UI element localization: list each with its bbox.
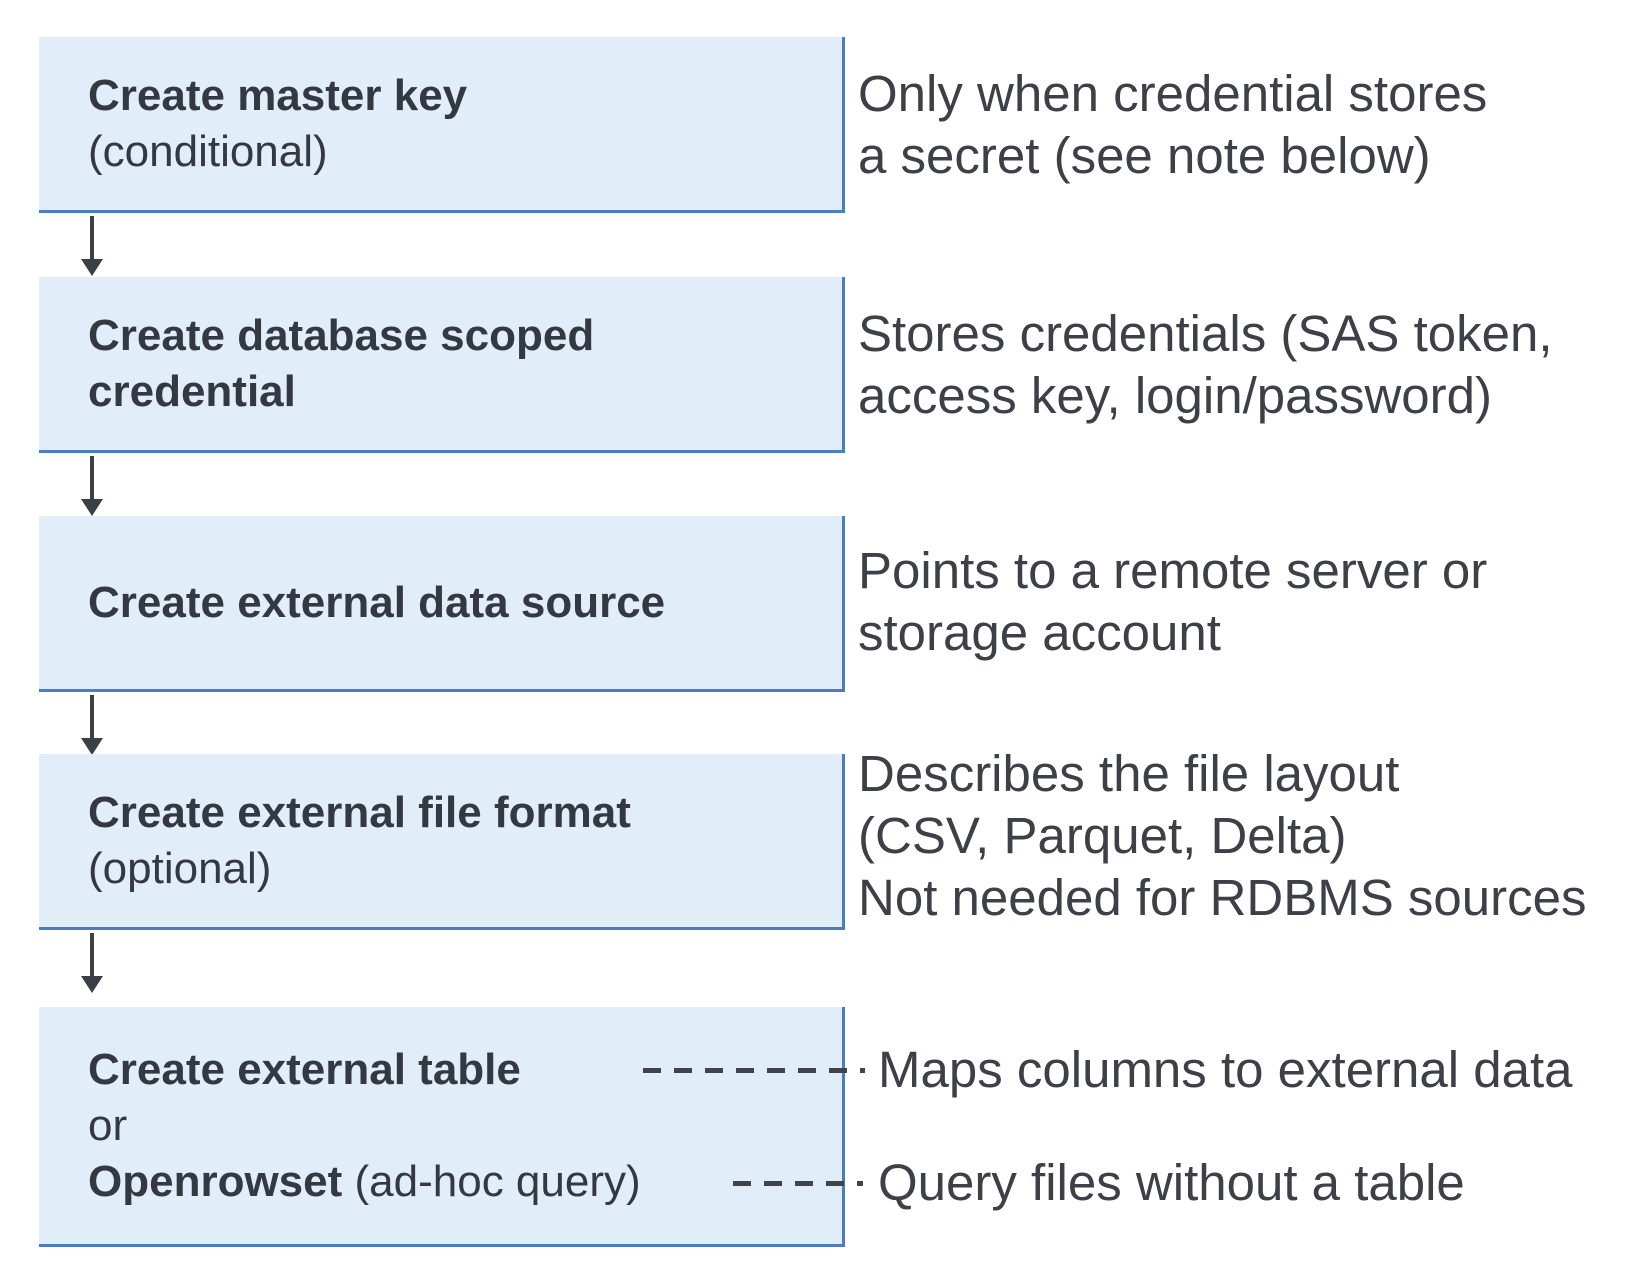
note-master-key: Only when credential stores a secret (se…	[858, 63, 1487, 187]
arrow-shaft	[90, 456, 94, 499]
flow-box-scoped-credential: Create database scoped credential	[39, 277, 845, 453]
box-subtitle: (optional)	[88, 843, 272, 893]
note-line: (CSV, Parquet, Delta)	[858, 807, 1347, 864]
box-title-line2: credential	[88, 366, 296, 416]
adhoc-query-label: (ad-hoc query)	[342, 1156, 641, 1206]
flow-box-external-data-source: Create external data source	[39, 516, 845, 692]
note-maps-columns: Maps columns to external data	[878, 1039, 1573, 1101]
arrow-down-icon	[81, 499, 103, 516]
note-scoped-credential: Stores credentials (SAS token, access ke…	[858, 303, 1553, 427]
box-or-label: or	[88, 1100, 128, 1150]
arrow-shaft	[90, 216, 94, 259]
note-query-files: Query files without a table	[878, 1152, 1465, 1214]
arrow-shaft	[90, 695, 94, 738]
flow-box-master-key: Create master key (conditional)	[39, 37, 845, 213]
box-title: Create database scoped	[88, 310, 595, 360]
arrow-down-icon	[81, 738, 103, 755]
flow-arrow-down-3	[74, 695, 110, 755]
note-external-file-format: Describes the file layout (CSV, Parquet,…	[858, 743, 1587, 929]
flow-arrow-down-1	[74, 216, 110, 276]
note-line: Not needed for RDBMS sources	[858, 869, 1587, 926]
flow-arrow-down-2	[74, 456, 110, 516]
box-title: Create external table	[88, 1044, 521, 1094]
box-title: Create master key	[88, 70, 468, 120]
flow-box-external-table: Create external table or Openrowset (ad-…	[39, 1007, 845, 1247]
note-line: Query files without a table	[878, 1154, 1465, 1211]
openrowset-label: Openrowset	[88, 1156, 343, 1206]
note-line: Maps columns to external data	[878, 1041, 1573, 1098]
box-title-openrowset: Openrowset (ad-hoc query)	[88, 1154, 812, 1210]
arrow-down-icon	[81, 259, 103, 276]
note-line: storage account	[858, 604, 1221, 661]
box-subtitle: (conditional)	[88, 126, 328, 176]
note-line: Stores credentials (SAS token,	[858, 305, 1553, 362]
dashed-connector-openrowset	[733, 1181, 863, 1186]
arrow-shaft	[90, 933, 94, 976]
note-line: access key, login/password)	[858, 367, 1492, 424]
arrow-down-icon	[81, 976, 103, 993]
note-line: Points to a remote server or	[858, 542, 1488, 599]
note-external-data-source: Points to a remote server or storage acc…	[858, 540, 1487, 664]
note-line: Only when credential stores	[858, 65, 1488, 122]
box-title: Create external file format	[88, 787, 631, 837]
note-line: a secret (see note below)	[858, 127, 1431, 184]
flow-box-external-file-format: Create external file format (optional)	[39, 754, 845, 930]
box-title: Create external data source	[88, 577, 666, 627]
note-line: Describes the file layout	[858, 745, 1400, 802]
flow-arrow-down-4	[74, 933, 110, 993]
dashed-connector-external-table	[643, 1068, 865, 1073]
